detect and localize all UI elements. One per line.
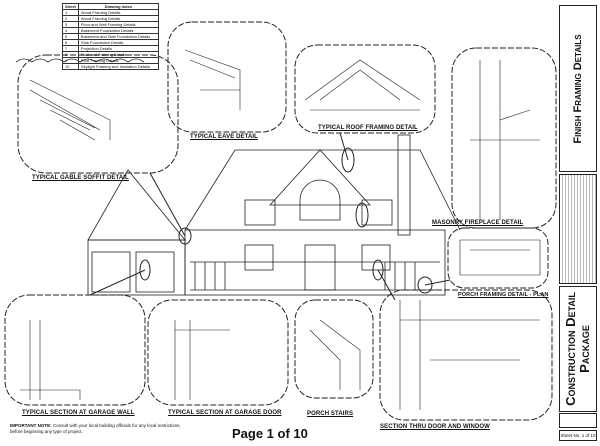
garage-door-cloud [147, 299, 289, 406]
label-eave: TYPICAL EAVE DETAIL [190, 134, 258, 140]
label-door-window: SECTION THRU DOOR AND WINDOW [380, 424, 490, 430]
porch-stairs-cloud [294, 299, 374, 399]
label-roof-framing: TYPICAL ROOF FRAMING DETAIL [318, 125, 418, 131]
label-garage-door: TYPICAL SECTION AT GARAGE DOOR [168, 410, 282, 416]
label-fireplace: MASONRY FIREPLACE DETAIL [432, 220, 524, 226]
package-title: Construction Detail Package [563, 292, 592, 406]
label-garage-wall: TYPICAL SECTION AT GARAGE WALL [22, 410, 135, 416]
drawing-title: Basement and Slab Foundation Details [77, 33, 159, 40]
title-block: Finish Framing Details [559, 5, 597, 172]
sheet-number: 10 [62, 63, 79, 70]
garage-wall-cloud [4, 294, 146, 406]
sheet-number-label: Sheet No. 1 of 10 [559, 430, 597, 441]
important-note: IMPORTANT NOTE: Consult with your local … [10, 423, 190, 434]
label-porch-stairs: PORCH STAIRS [307, 411, 354, 417]
drawing-title: Skylight Framing and Insulation Details [77, 63, 159, 70]
sheet-title: Finish Framing Details [572, 33, 584, 144]
house-elevation [87, 134, 461, 296]
fireplace-cloud [451, 47, 557, 229]
label-porch-framing: PORCH FRAMING DETAIL - PLAN [458, 292, 549, 298]
page-indicator: Page 1 of 10 [232, 426, 308, 441]
label-gable-soffit: TYPICAL GABLE SOFFIT DETAIL [32, 175, 129, 181]
eave-cloud [167, 21, 287, 133]
porch-framing-cloud [447, 227, 549, 289]
door-window-cloud [379, 289, 553, 421]
roof-framing-cloud [294, 44, 436, 134]
logo [559, 413, 597, 428]
important-note-label: IMPORTANT NOTE: [10, 423, 52, 428]
important-note-text: Consult with your local building officia… [10, 423, 181, 434]
notes-block [559, 174, 597, 284]
package-title-block: Construction Detail Package [559, 286, 597, 412]
